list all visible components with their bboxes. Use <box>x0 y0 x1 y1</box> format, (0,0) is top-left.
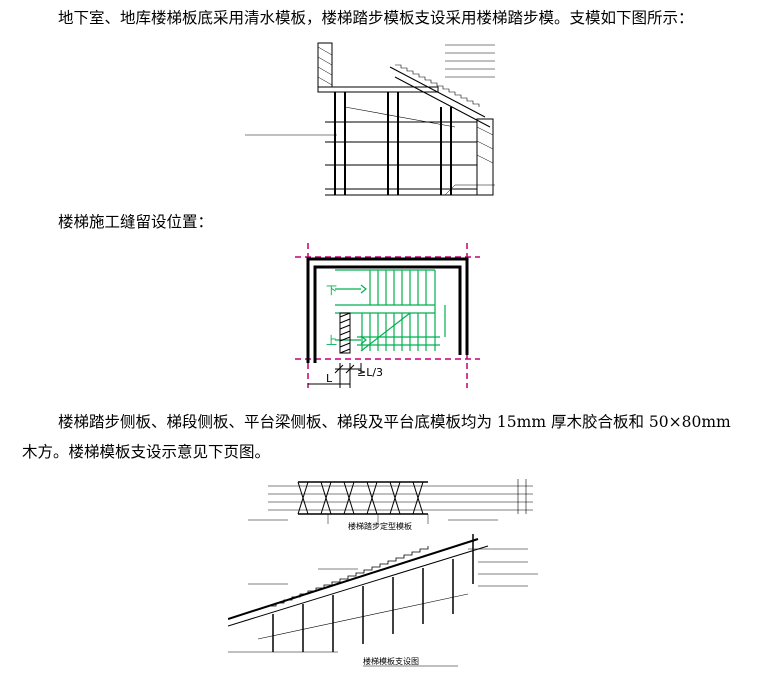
dim-l3: ≥L/3 <box>357 366 383 379</box>
materials-paragraph-line2: 木方。楼梯模板支设示意见下页图。 <box>22 443 271 461</box>
materials-paragraph-line1: 楼梯踏步侧板、梯段侧板、平台梁侧板、梯段及平台底模板均为 15mm 厚木胶合板和… <box>58 413 731 431</box>
formwork-top-caption: 楼梯踏步定型模板 <box>348 521 412 531</box>
stair-joint-plan-figure: 下 上 L ≥L/3 <box>295 243 495 393</box>
formwork-support-caption: 楼梯模板支设图 <box>363 656 419 666</box>
dim-l: L <box>326 372 333 385</box>
label-up: 上 <box>326 334 337 347</box>
construction-joint-heading: 楼梯施工缝留设位置： <box>58 213 214 231</box>
label-down: 下 <box>326 284 337 297</box>
intro-paragraph: 地下室、地库楼梯板底采用清水模板，楼梯踏步模板支设采用楼梯踏步模。支模如下图所示… <box>58 9 694 27</box>
stair-formwork-support-figure: 楼梯踏步定型模板 楼梯模板支设图 <box>228 474 548 674</box>
formwork-section-figure <box>245 37 525 197</box>
